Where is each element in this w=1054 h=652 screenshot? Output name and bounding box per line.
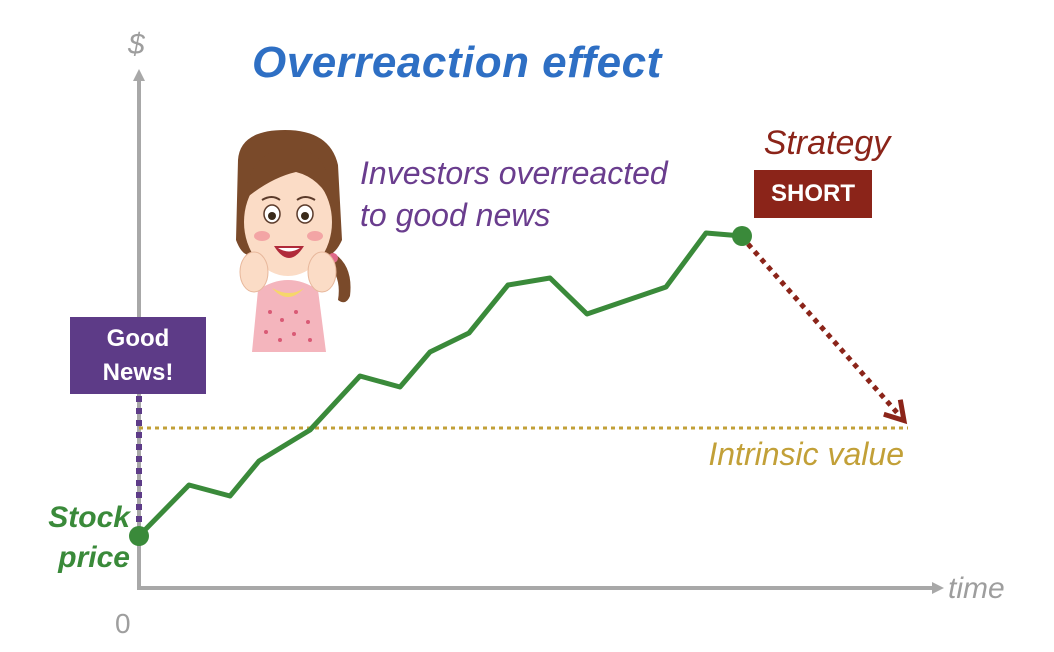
stock-start-point [129,526,149,546]
stock-price-label: Stock price [20,498,130,578]
happy-investor-girl-icon [236,130,351,352]
stock-price-label-line2: price [58,541,130,574]
strategy-label: Strategy [763,124,891,162]
investor-note: Investors overreacted to good news [360,152,720,236]
intrinsic-value-label: Intrinsic value [708,436,904,472]
short-badge: SHORT [754,170,872,218]
y-axis-label: $ [128,28,145,61]
investor-note-line1: Investors overreacted [360,155,668,191]
good-news-line1: Good [106,324,170,352]
stock-peak-point [732,226,752,246]
origin-label: 0 [115,608,131,639]
good-news-line2: News! [102,358,174,386]
stock-price-label-line1: Stock [48,501,130,534]
good-news-badge: Good News! [70,317,206,394]
x-axis-label: time [948,572,1005,605]
investor-note-line2: to good news [360,197,551,233]
stock-price-line [137,230,743,538]
diagram-title: Overreaction effect [252,38,662,87]
short-arrow [746,242,900,416]
